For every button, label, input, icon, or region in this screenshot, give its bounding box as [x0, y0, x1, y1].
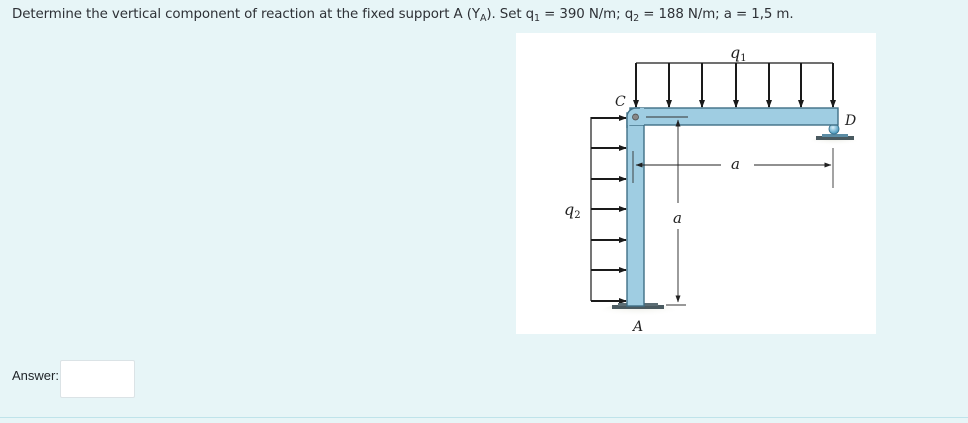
answer-label: Answer:	[12, 368, 59, 383]
q2-value-text: = 188 N/m; a = 1,5 m.	[639, 7, 794, 22]
question-text: Determine the vertical component of reac…	[12, 7, 794, 24]
question-subscript: A	[479, 13, 487, 24]
q2-distributed-load	[590, 115, 627, 304]
dimension-a-horizontal	[632, 148, 834, 188]
answer-input[interactable]	[60, 360, 135, 398]
frame-diagram: q1 C D a q2 a A	[564, 43, 858, 334]
label-a-horizontal: a	[731, 155, 740, 173]
beam-cd	[629, 107, 839, 126]
label-q1: q1	[730, 43, 747, 64]
roller-support-d	[810, 123, 858, 150]
label-c: C	[615, 94, 626, 110]
dimension-a-vertical	[646, 116, 688, 306]
pin-joint-c	[626, 107, 644, 128]
label-d: D	[844, 113, 856, 129]
label-a-support: A	[631, 319, 643, 334]
question-text-part: ). Set q	[486, 7, 535, 22]
q1-value-text: = 390 N/m; q	[540, 7, 634, 22]
q1-distributed-load	[633, 62, 836, 108]
problem-figure: q1 C D a q2 a A	[516, 33, 876, 334]
q2-subscript: 2	[633, 13, 640, 24]
column-ac	[626, 112, 645, 307]
label-a-vertical: a	[673, 209, 682, 227]
section-divider	[0, 417, 968, 418]
question-text-part: Determine the vertical component of reac…	[12, 7, 480, 22]
label-q2: q2	[564, 200, 581, 221]
q1-subscript: 1	[534, 13, 540, 24]
